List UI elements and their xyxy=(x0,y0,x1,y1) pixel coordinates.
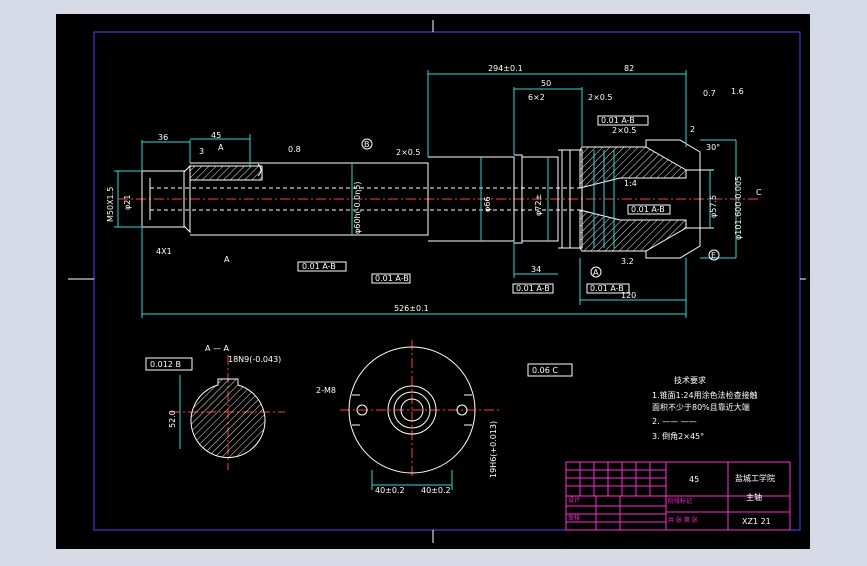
shaft-main-view xyxy=(118,139,760,259)
dim-phi66: φ66 xyxy=(483,197,492,212)
dim-2x05-b: 2×0.5 xyxy=(612,126,637,135)
dim-82: 82 xyxy=(624,64,634,73)
dimension-labels: 294±0.1 82 50 6×2 2×0.5 2×0.5 2×0.5 36 4… xyxy=(106,64,744,313)
dim-3: 3 xyxy=(199,147,204,156)
tech-item-1: 1.锥面1:24用涂色法检查接触 xyxy=(652,390,758,400)
title-school: 盐城工学院 xyxy=(735,473,775,483)
dim-30deg: 30° xyxy=(706,143,720,152)
title-material: 45 xyxy=(689,475,699,484)
dim-2: 2 xyxy=(690,125,695,134)
section-a-a-view: A — A 52.0 18N9(-0.043) xyxy=(168,344,285,470)
title-drawing-no: XZ1 21 xyxy=(742,517,771,526)
dim-34: 34 xyxy=(531,265,541,274)
datum-a: A xyxy=(593,268,599,277)
tech-item-2: 面积不少于80%且靠近大端 xyxy=(652,402,750,412)
title-part-name: 主轴 xyxy=(746,492,762,502)
tech-item-4: 3. 倒角2×45° xyxy=(652,431,704,441)
drawing-border xyxy=(93,31,801,531)
dim-phi21: φ21 xyxy=(123,195,132,210)
tol-6: 0.012 B xyxy=(150,360,181,369)
tech-title: 技术要求 xyxy=(674,375,706,385)
section-a-top: A xyxy=(218,143,224,152)
dim-294: 294±0.1 xyxy=(488,64,523,73)
drawing-sheet xyxy=(56,14,810,549)
dim-phi72: φ72± xyxy=(534,194,543,216)
title-block: 设计 审核 阶段标记 共 张 第 张 45 盐城工学院 主轴 XZ1 21 xyxy=(565,461,791,531)
svg-text:审核: 审核 xyxy=(568,514,580,522)
dim-rough-08: 0.8 xyxy=(288,145,301,154)
dim-50: 50 xyxy=(541,79,551,88)
dim-120: 120 xyxy=(621,291,636,300)
dim-2m8: 2-M8 xyxy=(316,386,336,395)
tol-4: 0.01 A-B xyxy=(590,284,624,293)
dim-phi60: φ60h(-0.0η5) xyxy=(353,181,362,234)
tech-item-3: 2. —— —— xyxy=(652,417,697,426)
technical-requirements: 技术要求 1.锥面1:24用涂色法检查接触 面积不少于80%且靠近大端 2. —… xyxy=(652,375,758,441)
datum-c: C xyxy=(756,188,762,197)
tol-1: 0.01 A-B xyxy=(302,262,336,271)
dimension-lines xyxy=(114,70,737,318)
dim-rough-32: 3.2 xyxy=(621,257,634,266)
tol-3: 0.01 A-B xyxy=(516,284,550,293)
dim-phi57: φ57.5 xyxy=(709,195,718,218)
dim-taper: 1:4 xyxy=(624,179,637,188)
dim-18n9: 18N9(-0.043) xyxy=(228,355,281,364)
dim-rough-16: 1.6 xyxy=(731,87,744,96)
dim-6x2: 6×2 xyxy=(528,93,545,102)
tol-5: 0.01 A-B xyxy=(601,116,635,125)
tol-2: 0.01 A-B xyxy=(375,274,409,283)
svg-text:共 张 第 张: 共 张 第 张 xyxy=(668,516,698,524)
dim-rough-07: 0.7 xyxy=(703,89,716,98)
dim-19h6: 19H6(+0.013) xyxy=(489,421,498,478)
dim-45: 45 xyxy=(211,131,221,140)
dim-2x05-c: 2×0.5 xyxy=(396,148,421,157)
tol-8: 0.01 A-B xyxy=(631,205,665,214)
datum-markers: B A E C A A xyxy=(218,138,762,278)
dim-36: 36 xyxy=(158,133,168,142)
section-a-bottom: A xyxy=(224,255,230,264)
dim-52: 52.0 xyxy=(168,410,177,428)
svg-text:设计: 设计 xyxy=(568,496,580,504)
datum-e: E xyxy=(711,251,716,260)
dim-m50: M50X1.5 xyxy=(106,187,115,222)
dim-40-left: 40±0.2 xyxy=(375,486,405,495)
section-label: A — A xyxy=(205,344,230,353)
svg-text:阶段标记: 阶段标记 xyxy=(668,497,692,505)
dim-526: 526±0.1 xyxy=(394,304,429,313)
dim-40-right: 40±0.2 xyxy=(421,486,451,495)
tol-7: 0.06 C xyxy=(532,366,558,375)
tolerance-frames: 0.01 A-B 0.01 A-B 0.01 A-B 0.01 A-B 0.01… xyxy=(145,115,671,377)
dim-2x05-a: 2×0.5 xyxy=(588,93,613,102)
datum-b: B xyxy=(364,140,370,149)
dim-4x1: 4X1 xyxy=(156,247,172,256)
dim-phi101: φ101.600-0.005 xyxy=(734,176,743,240)
end-view: 40±0.2 40±0.2 2-M8 19H6(+0.013) xyxy=(316,340,500,495)
sheet-corner-marks xyxy=(68,20,806,543)
